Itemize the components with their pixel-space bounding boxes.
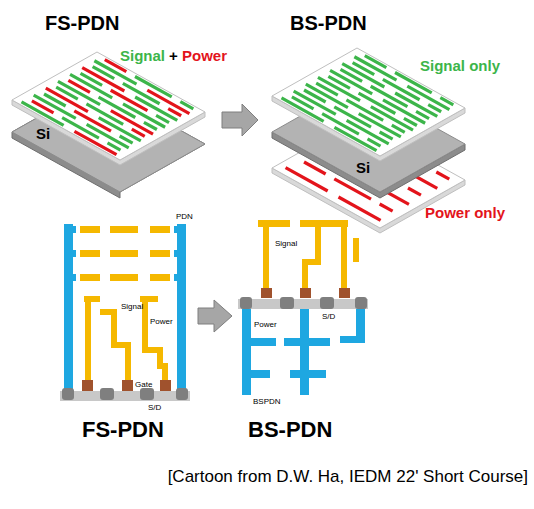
part-label: S/D [148,404,161,413]
signal-bars [110,226,138,233]
substrate [238,299,368,309]
signal-bars [300,220,348,227]
gates [82,380,93,391]
signal-wires [266,224,356,289]
wire-stripe [436,172,449,179]
signal-wires [353,238,359,262]
source-drain [100,388,114,400]
layer-label: Power [182,48,227,65]
power-rails [174,250,186,257]
part-label: S/D [322,313,335,322]
fs-plates [12,52,205,198]
backside-power [242,309,251,395]
contacts [261,288,350,298]
wire-stripe [440,98,453,105]
gates [160,380,171,391]
power-rails [64,224,73,394]
signal-bars [258,220,290,227]
source-drain [62,388,74,400]
backside-power [340,336,365,343]
layer-label: Power only [425,205,505,222]
signal-bars [110,274,138,281]
source-drain [280,297,294,309]
bs-cross-section [238,220,368,395]
contacts [300,288,311,298]
gates [122,380,133,391]
signal-wires [341,224,347,289]
signal-bars [80,274,100,281]
part-label: Gate [135,381,152,390]
signal-wires [263,224,269,289]
metal-plate [12,52,205,160]
caption: [Cartoon from D.W. Ha, IEDM 22' Short Co… [168,468,528,487]
layer-label: Signal only [420,58,500,75]
backside-power [300,309,309,395]
part-label: BSPDN [253,398,281,407]
power-rails [64,274,76,281]
source-drain [62,388,188,400]
contacts [339,288,350,298]
power-rails [64,224,186,394]
layer-label: Signal [120,48,165,65]
flow-arrow [198,300,232,332]
source-drain [176,388,188,400]
flow-arrow [222,104,258,136]
panel-heading: FS-PDN [45,12,119,34]
power-rails [174,226,186,233]
backside-power [242,309,365,395]
wire-stripe [338,197,380,220]
wire-stripe [180,102,193,109]
part-label: PDN [176,213,193,222]
part-label: Power [150,318,173,327]
signal-bars [150,250,170,257]
layer-label: Si [36,126,50,143]
signal-bars [150,274,170,281]
panel-heading: BS-PDN [290,12,367,34]
signal-bars [80,226,100,233]
wire-stripe [365,56,387,68]
signal-bars [80,226,170,302]
power-rails [177,224,186,394]
backside-power [242,370,270,378]
source-drain [355,297,367,309]
wire-stripe [408,188,421,195]
fs-cross-section [60,224,190,401]
source-drain [320,297,334,309]
source-drain [140,388,154,400]
gates [82,380,171,391]
signal-bars [110,250,138,257]
wire-stripe [380,204,393,211]
backside-power [284,338,330,346]
source-drain [240,297,252,309]
signal-wires [85,299,91,381]
wire-stripe [135,77,172,97]
wire-stripes [22,60,194,155]
panel-heading: BS-PDN [248,418,332,442]
power-rails [64,226,76,233]
signal-wires [88,299,165,381]
contacts [261,288,272,298]
signal-bars [150,226,170,233]
part-label: Signal [121,303,143,312]
signal-bars [258,220,348,227]
signal-wires [145,299,165,381]
wire-stripe [395,73,432,93]
power-rails [174,274,186,281]
signal-wires [100,312,128,381]
layer-label: + [169,48,178,65]
signal-wires [305,224,318,289]
backside-power [290,370,326,378]
part-label: Power [254,321,277,330]
power-rails [64,250,76,257]
source-drain [240,297,367,309]
backside-power [242,338,276,346]
substrate [60,391,190,401]
layer-label: Si [356,160,370,177]
signal-bars [80,250,100,257]
panel-heading: FS-PDN [82,418,164,442]
part-label: Signal [275,240,297,249]
